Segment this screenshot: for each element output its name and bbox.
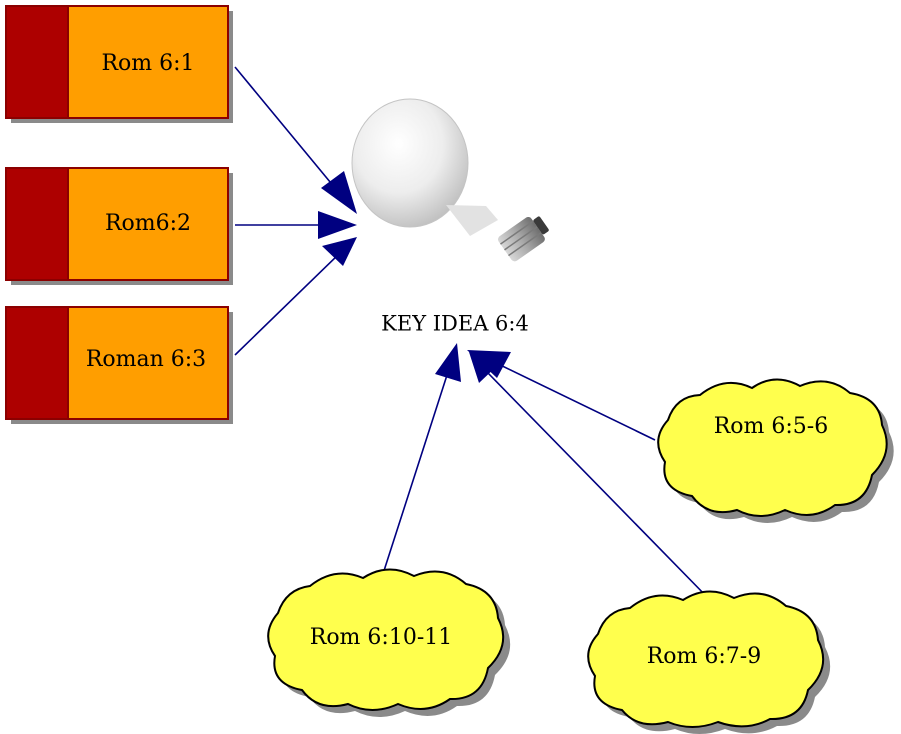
cloud-node-rom-6-10-11: Rom 6:10-11 xyxy=(267,568,511,717)
box-nodes: Rom 6:1 Rom6:2 Roman 6:3 xyxy=(5,5,233,424)
cloud-node-rom-6-5-6: Rom 6:5-6 xyxy=(657,378,894,523)
arrow-rom-6-7-9 xyxy=(469,352,711,601)
cloud-node-rom-6-7-9: Rom 6:7-9 xyxy=(587,590,831,734)
arrow-connectors xyxy=(234,66,711,601)
arrow-rom-6-1 xyxy=(234,66,357,214)
arrow-rom-6-10-11 xyxy=(380,343,461,581)
box-label-rom-6-1: Rom 6:1 xyxy=(101,51,194,76)
box-node-rom-6-1: Rom 6:1 xyxy=(5,5,233,123)
lightbulb-icon xyxy=(351,98,549,262)
cloud-label-rom-6-7-9: Rom 6:7-9 xyxy=(647,644,762,669)
central-idea-label: KEY IDEA 6:4 xyxy=(381,312,529,336)
cloud-label-rom-6-10-11: Rom 6:10-11 xyxy=(310,625,453,650)
box-node-rom6-2: Rom6:2 xyxy=(5,167,233,285)
box-label-roman-6-3: Roman 6:3 xyxy=(86,347,206,372)
central-idea: KEY IDEA 6:4 xyxy=(351,98,549,336)
arrow-roman-6-3 xyxy=(234,237,357,356)
box-node-roman-6-3: Roman 6:3 xyxy=(5,306,233,424)
cloud-label-rom-6-5-6: Rom 6:5-6 xyxy=(714,414,829,439)
arrow-rom6-2 xyxy=(235,211,357,239)
box-label-rom6-2: Rom6:2 xyxy=(105,211,191,236)
cloud-nodes: Rom 6:5-6 Rom 6:10-11 Rom 6:7-9 xyxy=(267,378,894,734)
